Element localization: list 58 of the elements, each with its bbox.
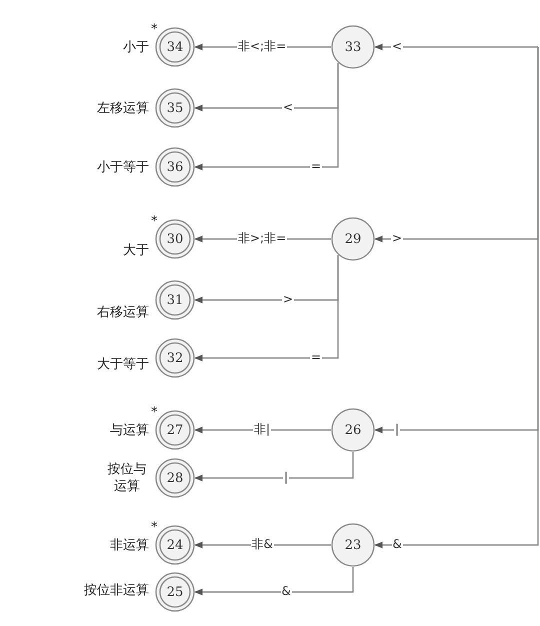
asterisk-mark: * — [151, 214, 158, 229]
final-state-circle — [155, 147, 195, 187]
state-number: 34 — [166, 40, 184, 54]
state-number: 32 — [166, 350, 184, 366]
state-label: 右移运算 — [97, 304, 149, 321]
arrow — [194, 567, 354, 596]
final-state-circle — [155, 525, 195, 565]
state-number: 27 — [166, 422, 184, 438]
final-state-circle — [155, 410, 195, 450]
state-number: 36 — [166, 160, 184, 174]
final-state-circle — [155, 280, 195, 320]
state-number: 31 — [166, 292, 184, 308]
state-number: 26 — [344, 422, 362, 438]
arrow — [194, 426, 331, 434]
arrow — [374, 44, 539, 50]
final-state-circle — [155, 219, 195, 259]
state-circle — [331, 25, 375, 69]
final-state-circle — [155, 458, 195, 498]
edge-label: & — [392, 538, 403, 551]
state-label: 按位与运算 — [106, 461, 148, 495]
edge-label: | — [394, 423, 400, 436]
arrow — [194, 542, 331, 548]
edge-label: 非| — [253, 423, 272, 436]
final-state-circle — [155, 27, 195, 67]
state-circle — [331, 408, 375, 452]
state-circle — [331, 217, 375, 261]
asterisk-mark: * — [151, 22, 158, 37]
state-number: 25 — [166, 584, 184, 600]
state-label: 非运算 — [110, 537, 149, 554]
final-state-circle — [155, 338, 195, 378]
state-label: 大于等于 — [97, 356, 149, 373]
edge-label: & — [280, 585, 292, 598]
final-state-circle — [155, 88, 195, 128]
state-number: 24 — [166, 538, 184, 552]
state-label: 大于 — [123, 242, 149, 259]
state-label: 按位非运算 — [84, 582, 149, 599]
state-label: 小于等于 — [97, 159, 149, 176]
state-number: 35 — [166, 100, 184, 116]
edge-label: | — [283, 471, 290, 484]
state-number: 33 — [344, 40, 362, 54]
state-circle — [331, 523, 375, 567]
edge-label: 非<;非= — [237, 40, 288, 53]
asterisk-mark: * — [151, 405, 158, 420]
final-state-circle — [155, 572, 195, 612]
state-number: 30 — [166, 232, 184, 246]
asterisk-mark: * — [151, 520, 158, 535]
edge-label: 非>;非= — [237, 232, 288, 245]
arrow — [194, 255, 339, 362]
edge-label: 非& — [250, 538, 274, 551]
arrow — [194, 63, 339, 170]
state-number: 23 — [344, 538, 362, 552]
arrow — [374, 47, 539, 548]
state-label: 左移运算 — [97, 100, 149, 117]
state-number: 28 — [166, 470, 184, 486]
state-number: 29 — [344, 232, 362, 246]
state-label: 与运算 — [110, 422, 149, 439]
state-label: 小于 — [123, 39, 149, 56]
arrow — [194, 452, 354, 482]
